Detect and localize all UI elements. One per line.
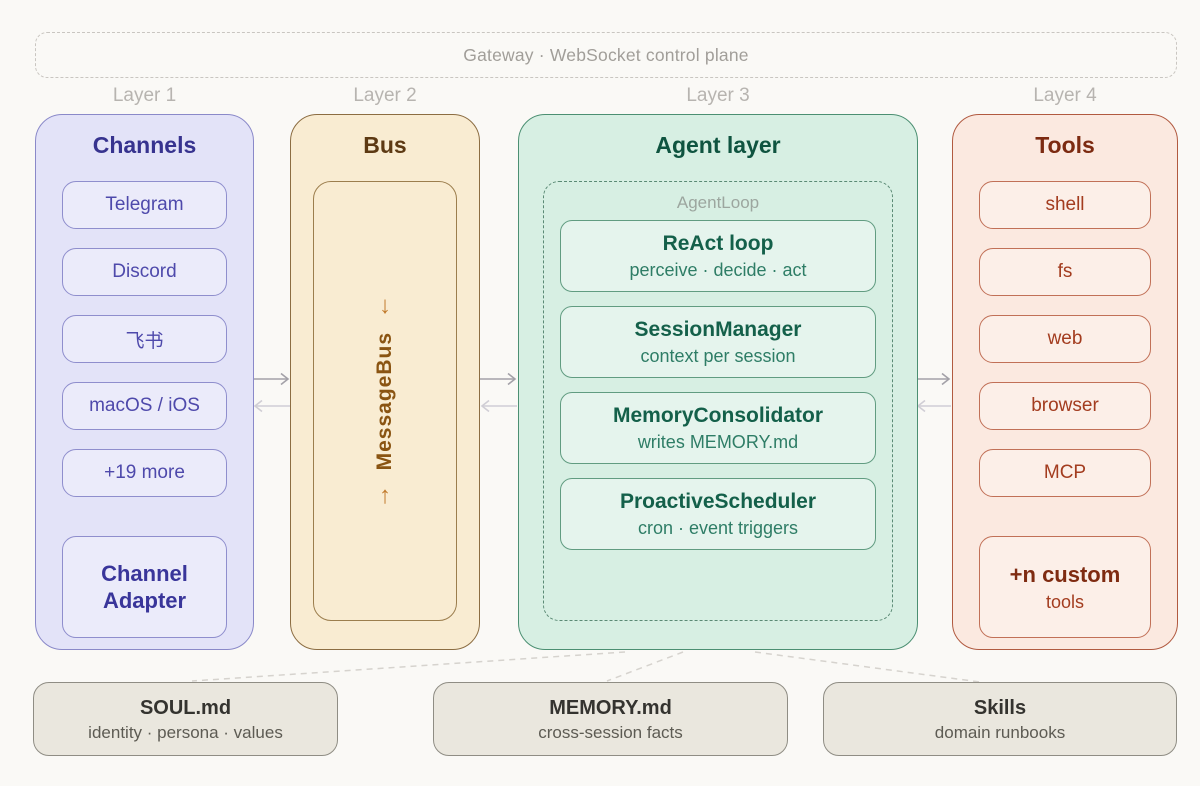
module-detail: cron · event triggers bbox=[637, 517, 799, 538]
channels-column: Channels Telegram Discord 飞书 macOS / iOS… bbox=[35, 114, 254, 650]
layer-4-label: Layer 4 bbox=[1033, 85, 1097, 106]
channel-item-telegram: Telegram bbox=[62, 181, 227, 229]
messagebus-box: ↓ MessageBus ↑ bbox=[313, 181, 457, 621]
connector-line-skills bbox=[754, 651, 981, 683]
module-react-loop: ReAct loop perceive · decide · act bbox=[560, 220, 876, 292]
tool-item-mcp: MCP bbox=[979, 449, 1151, 497]
tool-item-web: web bbox=[979, 315, 1151, 363]
tool-item-custom: +n custom tools bbox=[979, 536, 1151, 638]
arrow-right-icon bbox=[253, 372, 290, 386]
arrow-left-icon bbox=[253, 399, 290, 413]
tool-item-shell: shell bbox=[979, 181, 1151, 229]
module-memory-consolidator: MemoryConsolidator writes MEMORY.md bbox=[560, 392, 876, 464]
agent-modules: ReAct loop perceive · decide · act Sessi… bbox=[560, 220, 876, 550]
artifact-name: SOUL.md bbox=[139, 696, 232, 719]
module-detail: writes MEMORY.md bbox=[637, 431, 799, 452]
layer-2-label: Layer 2 bbox=[353, 85, 417, 106]
bus-column: Bus ↓ MessageBus ↑ bbox=[290, 114, 480, 650]
channels-bus-arrows bbox=[253, 372, 290, 413]
module-detail: perceive · decide · act bbox=[629, 259, 807, 280]
module-session-manager: SessionManager context per session bbox=[560, 306, 876, 378]
custom-tools-detail: tools bbox=[1045, 592, 1085, 612]
module-name: MemoryConsolidator bbox=[612, 403, 824, 427]
gateway-control-plane: Gateway · WebSocket control plane bbox=[35, 32, 1177, 78]
layer-3-label: Layer 3 bbox=[686, 85, 750, 106]
channel-adapter-box: Channel Adapter bbox=[62, 536, 227, 638]
tools-title: Tools bbox=[1035, 132, 1095, 158]
arrow-left-icon bbox=[916, 399, 951, 413]
channel-item-discord: Discord bbox=[62, 248, 227, 296]
agent-loop-label: AgentLoop bbox=[676, 193, 760, 212]
agent-layer-column: Agent layer AgentLoop ReAct loop perceiv… bbox=[518, 114, 918, 650]
agent-loop-box: AgentLoop ReAct loop perceive · decide ·… bbox=[543, 181, 893, 621]
artifact-name: MEMORY.md bbox=[549, 696, 672, 719]
tool-item-browser: browser bbox=[979, 382, 1151, 430]
agent-tools-arrows bbox=[916, 372, 951, 413]
artifact-detail: identity · persona · values bbox=[88, 722, 283, 742]
bus-agent-arrows bbox=[480, 372, 517, 413]
artifact-detail: domain runbooks bbox=[934, 722, 1066, 742]
module-detail: context per session bbox=[640, 345, 796, 366]
channels-list: Telegram Discord 飞书 macOS / iOS +19 more… bbox=[62, 181, 227, 638]
artifact-name: Skills bbox=[973, 696, 1027, 719]
bus-title: Bus bbox=[363, 132, 407, 158]
artifact-skills: Skills domain runbooks bbox=[823, 682, 1177, 756]
artifact-detail: cross-session facts bbox=[538, 722, 683, 742]
channel-adapter-label: Channel Adapter bbox=[101, 560, 188, 614]
layer-1-label: Layer 1 bbox=[112, 85, 177, 106]
messagebus-label: MessageBus bbox=[373, 331, 396, 471]
flow-down-icon: ↓ bbox=[379, 291, 391, 319]
artifact-memory-md: MEMORY.md cross-session facts bbox=[433, 682, 788, 756]
agent-layer-title: Agent layer bbox=[655, 132, 781, 158]
channel-item-macos-ios: macOS / iOS bbox=[62, 382, 227, 430]
module-name: SessionManager bbox=[634, 317, 802, 341]
module-proactive-scheduler: ProactiveScheduler cron · event triggers bbox=[560, 478, 876, 550]
channels-title: Channels bbox=[92, 132, 197, 158]
channel-item-more: +19 more bbox=[62, 449, 227, 497]
tools-list: shell fs web browser MCP +n custom tools bbox=[979, 181, 1151, 638]
channel-item-feishu: 飞书 bbox=[62, 315, 227, 363]
module-name: ProactiveScheduler bbox=[619, 489, 817, 513]
flow-up-icon: ↑ bbox=[379, 482, 391, 510]
arrow-left-icon bbox=[480, 399, 517, 413]
tools-column: Tools shell fs web browser MCP +n custom… bbox=[952, 114, 1178, 650]
connector-line-memory bbox=[606, 651, 684, 682]
arrow-right-icon bbox=[916, 372, 951, 386]
custom-tools-label: +n custom bbox=[1009, 561, 1121, 587]
module-name: ReAct loop bbox=[662, 231, 774, 255]
connector-line-soul bbox=[191, 651, 626, 682]
artifact-soul-md: SOUL.md identity · persona · values bbox=[33, 682, 338, 756]
tool-item-fs: fs bbox=[979, 248, 1151, 296]
gateway-label: Gateway · WebSocket control plane bbox=[463, 44, 749, 65]
arrow-right-icon bbox=[480, 372, 517, 386]
